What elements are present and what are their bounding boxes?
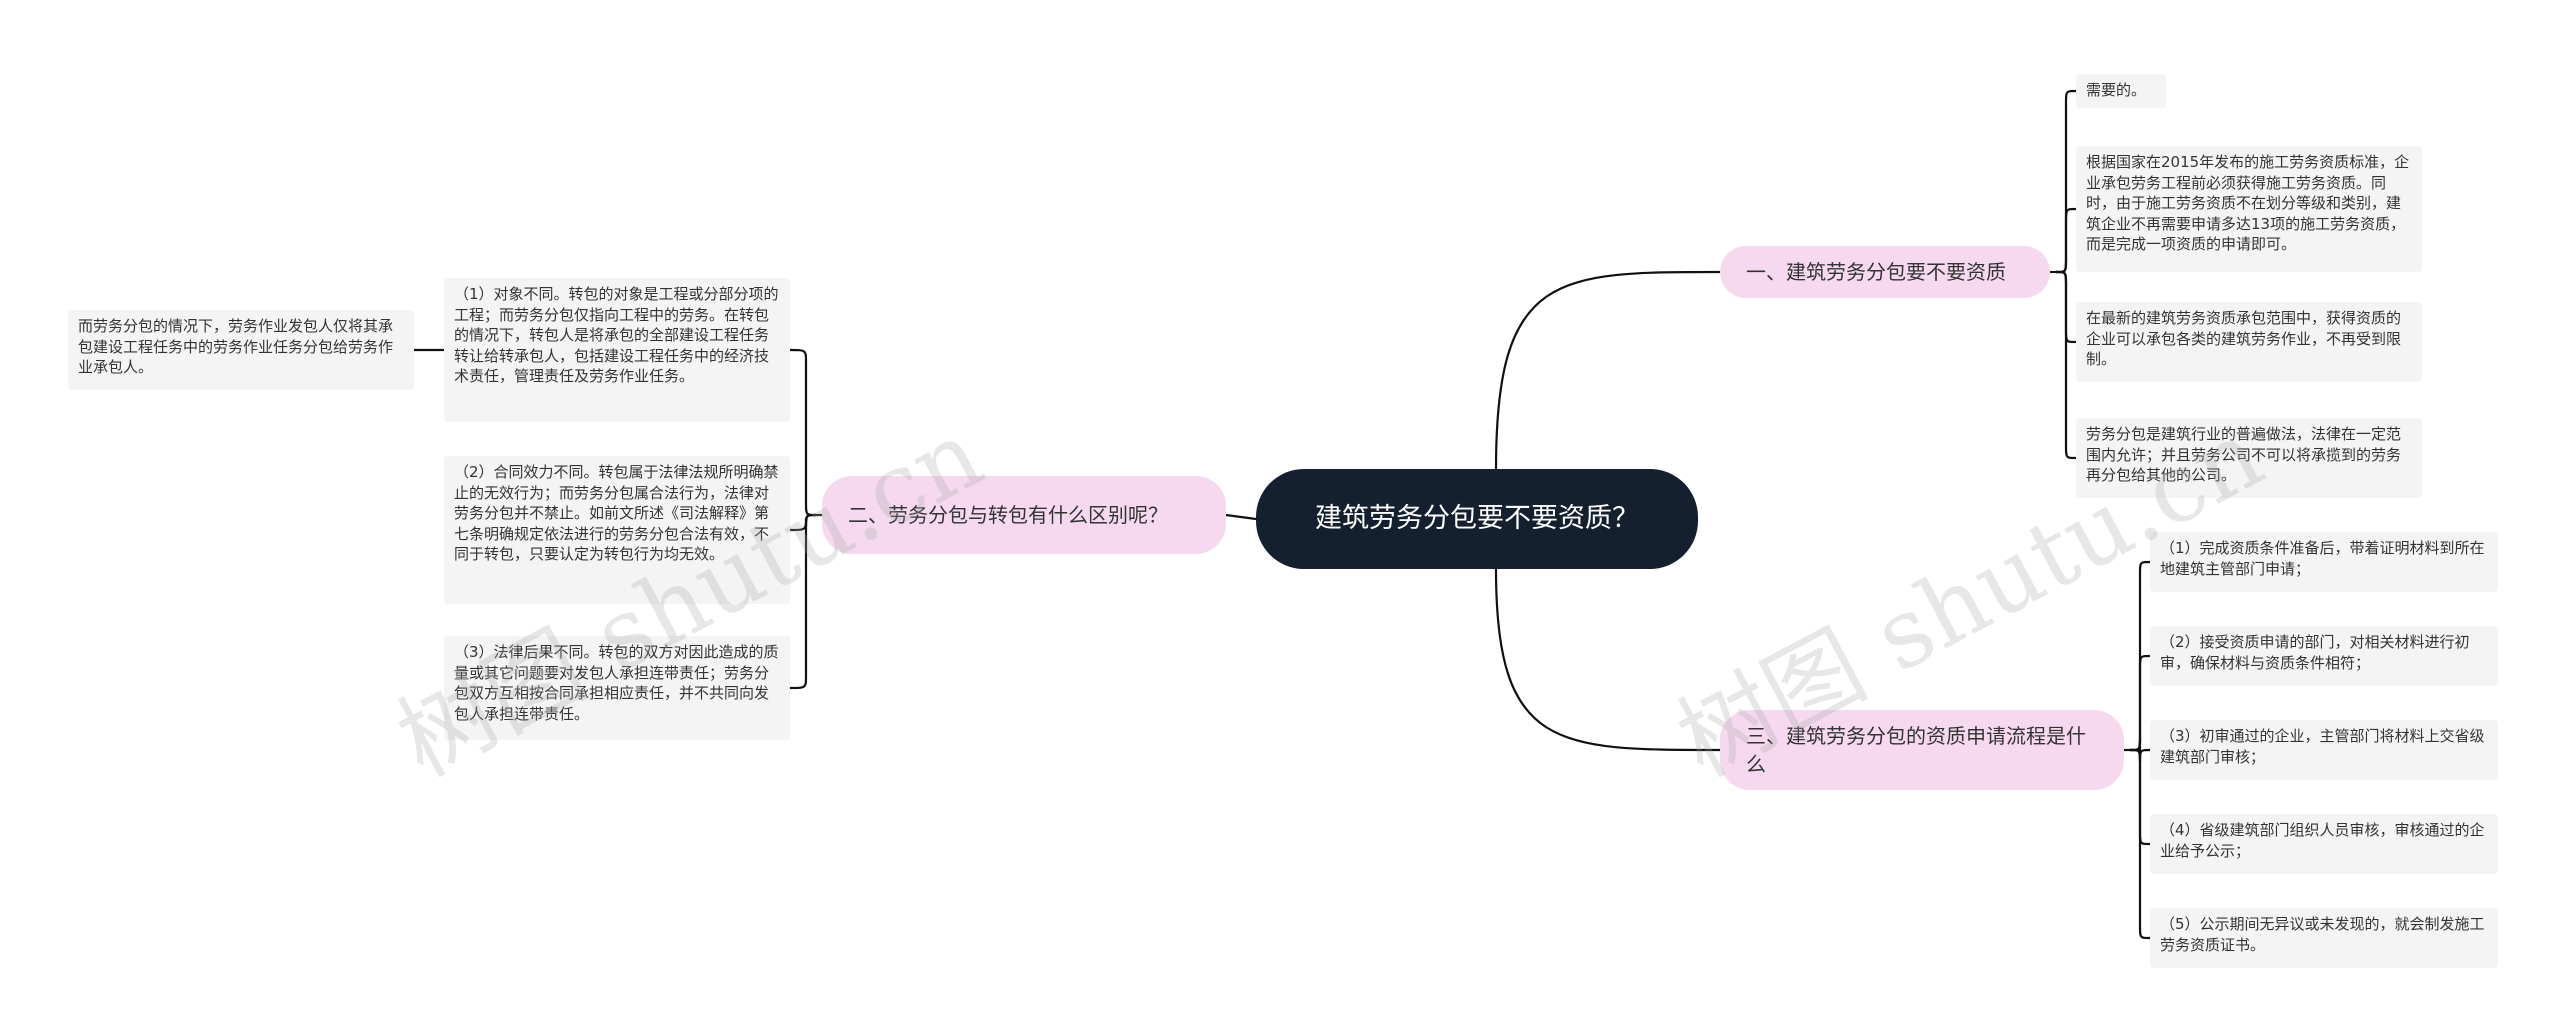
branch-2-leaf-1-text: （1）对象不同。转包的对象是工程或分部分项的工程；而劳务分包仅指向工程中的劳务。…: [454, 285, 779, 385]
connector-root-branch-3: [1494, 568, 1721, 752]
connector-branch-2-leaf-2: [789, 513, 817, 532]
branch-1-leaf-1[interactable]: 需要的。: [2076, 74, 2166, 108]
branch-1-leaf-2[interactable]: 根据国家在2015年发布的施工劳务资质标准，企业承包劳务工程前必须获得施工劳务资…: [2076, 146, 2422, 272]
branch-topic-2-text: 二、劳务分包与转包有什么区别呢？: [848, 503, 1168, 527]
root-topic[interactable]: 建筑劳务分包要不要资质？: [1256, 469, 1698, 569]
branch-topic-1-text: 一、建筑劳务分包要不要资质: [1746, 260, 2006, 284]
connector-branch-3-leaf-2: [2129, 654, 2151, 752]
branch-3-leaf-1[interactable]: （1）完成资质条件准备后，带着证明材料到所在地建筑主管部门申请；: [2150, 532, 2498, 592]
connector-branch-3-leaf-5: [2129, 748, 2151, 940]
branch-1-leaf-2-text: 根据国家在2015年发布的施工劳务资质标准，企业承包劳务工程前必须获得施工劳务资…: [2086, 153, 2410, 253]
branch-topic-1[interactable]: 一、建筑劳务分包要不要资质: [1720, 246, 2050, 298]
connector-branch-1-leaf-2: [2055, 207, 2077, 274]
branch-3-leaf-2[interactable]: （2）接受资质申请的部门，对相关材料进行初审，确保材料与资质条件相符；: [2150, 626, 2498, 686]
branch-3-leaf-3[interactable]: （3）初审通过的企业，主管部门将材料上交省级建筑部门审核；: [2150, 720, 2498, 780]
connector-root-branch-1: [1494, 270, 1721, 470]
connector-branch-2-leaf-3: [789, 513, 817, 690]
branch-3-leaf-5-text: （5）公示期间无异议或未发现的，就会制发施工劳务资质证书。: [2160, 915, 2485, 954]
connector-root-branch-2: [1225, 513, 1257, 521]
branch-1-leaf-3[interactable]: 在最新的建筑劳务资质承包范围中，获得资质的企业可以承包各类的建筑劳务作业，不再受…: [2076, 302, 2422, 382]
branch-1-leaf-4-text: 劳务分包是建筑行业的普遍做法，法律在一定范围内允许；并且劳务公司不可以将承揽到的…: [2086, 425, 2402, 484]
branch-2-leaf-1[interactable]: （1）对象不同。转包的对象是工程或分部分项的工程；而劳务分包仅指向工程中的劳务。…: [444, 278, 790, 422]
connector-branch-1-leaf-4: [2055, 270, 2077, 460]
branch-3-leaf-4-text: （4）省级建筑部门组织人员审核，审核通过的企业给予公示；: [2160, 821, 2485, 860]
branch-topic-3[interactable]: 三、建筑劳务分包的资质申请流程是什么: [1720, 710, 2124, 790]
branch-1-leaf-1-text: 需要的。: [2086, 81, 2147, 99]
branch-2-leaf-3-text: （3）法律后果不同。转包的双方对因此造成的质量或其它问题要对发包人承担连带责任；…: [454, 643, 779, 723]
connector-branch-2-leaf-1: [789, 348, 817, 517]
branch-2-leaf-2[interactable]: （2）合同效力不同。转包属于法律法规所明确禁止的无效行为；而劳务分包属合法行为，…: [444, 456, 790, 604]
branch-topic-3-text: 三、建筑劳务分包的资质申请流程是什么: [1746, 724, 2086, 776]
branch-3-leaf-2-text: （2）接受资质申请的部门，对相关材料进行初审，确保材料与资质条件相符；: [2160, 633, 2470, 672]
branch-2-leaf-2-text: （2）合同效力不同。转包属于法律法规所明确禁止的无效行为；而劳务分包属合法行为，…: [454, 463, 779, 563]
branch-3-leaf-4[interactable]: （4）省级建筑部门组织人员审核，审核通过的企业给予公示；: [2150, 814, 2498, 874]
branch-1-leaf-3-text: 在最新的建筑劳务资质承包范围中，获得资质的企业可以承包各类的建筑劳务作业，不再受…: [2086, 309, 2402, 368]
branch-3-leaf-3-text: （3）初审通过的企业，主管部门将材料上交省级建筑部门审核；: [2160, 727, 2485, 766]
root-topic-text: 建筑劳务分包要不要资质？: [1315, 503, 1639, 534]
branch-2-sub-leaf[interactable]: 而劳务分包的情况下，劳务作业发包人仅将其承包建设工程任务中的劳务作业任务分包给劳…: [68, 310, 414, 390]
branch-3-leaf-5[interactable]: （5）公示期间无异议或未发现的，就会制发施工劳务资质证书。: [2150, 908, 2498, 968]
branch-3-leaf-1-text: （1）完成资质条件准备后，带着证明材料到所在地建筑主管部门申请；: [2160, 539, 2485, 578]
branch-2-leaf-3[interactable]: （3）法律后果不同。转包的双方对因此造成的质量或其它问题要对发包人承担连带责任；…: [444, 636, 790, 740]
branch-2-sub-leaf-text: 而劳务分包的情况下，劳务作业发包人仅将其承包建设工程任务中的劳务作业任务分包给劳…: [78, 317, 394, 376]
branch-topic-2[interactable]: 二、劳务分包与转包有什么区别呢？: [822, 476, 1226, 554]
branch-1-leaf-4[interactable]: 劳务分包是建筑行业的普遍做法，法律在一定范围内允许；并且劳务公司不可以将承揽到的…: [2076, 418, 2422, 498]
